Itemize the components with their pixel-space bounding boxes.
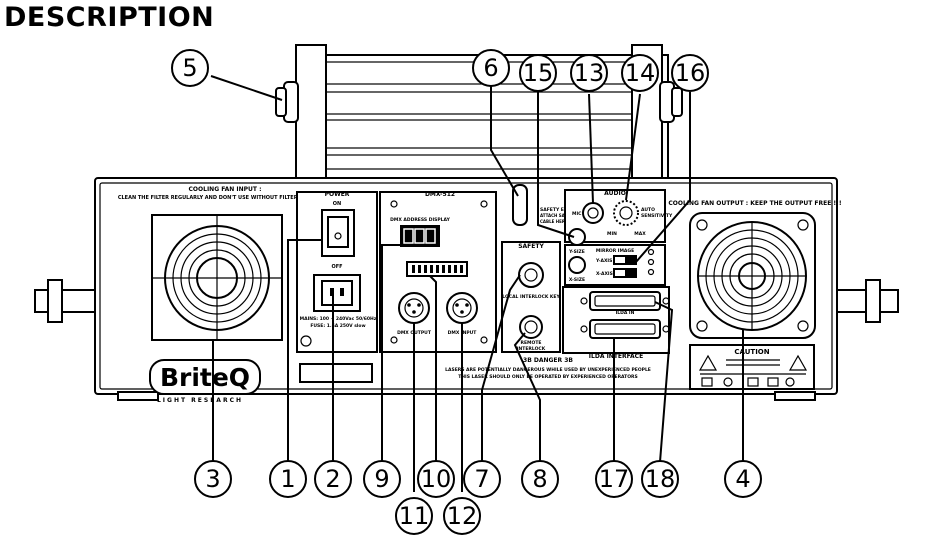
ilda-out-connector — [589, 291, 661, 311]
mic-label: MIC — [572, 211, 582, 217]
callout-9: 9 — [363, 460, 401, 498]
ilda-panel: ILDA IN ILDA INTERFACE — [562, 286, 670, 360]
dmx-output-connector — [398, 292, 430, 324]
x-size-label: X-SIZE — [569, 277, 585, 283]
svg-text:1: 1 — [280, 465, 295, 493]
cable-label: CABLE HERE — [540, 219, 568, 224]
caution-label: CAUTION — [689, 344, 815, 390]
interlock-key-label: LOCAL INTERLOCK KEY — [502, 294, 560, 300]
callout-16: 16 — [671, 54, 709, 92]
remote-label: REMOTE — [521, 340, 542, 346]
power-off-label: OFF — [331, 264, 342, 270]
svg-text:17: 17 — [599, 465, 630, 493]
attach-label: ATTACH SAFETY — [540, 213, 576, 218]
fan-input-note: CLEAN THE FILTER REGULARLY AND DON'T USE… — [118, 195, 306, 201]
power-title: POWER — [325, 191, 350, 198]
callout-11: 11 — [395, 497, 433, 535]
page-heading: DESCRIPTION — [4, 2, 215, 33]
brand-subtitle: LIGHT RESEARCH — [157, 397, 243, 404]
callout-10: 10 — [417, 460, 455, 498]
power-panel: POWER ON OFF MAINS: 100 ~ 240Vac 50/60Hz… — [296, 191, 378, 353]
callout-14: 14 — [621, 54, 659, 92]
y-axis-label: Y-AXIS — [595, 258, 612, 264]
side-handles — [34, 279, 899, 323]
callout-13: 13 — [570, 54, 608, 92]
svg-text:10: 10 — [421, 465, 452, 493]
fuse-label: FUSE: 1.6A 250V slow — [310, 323, 365, 329]
auto-label: AUTO — [641, 207, 655, 213]
svg-text:13: 13 — [574, 59, 605, 87]
callout-1: 1 — [269, 460, 307, 498]
callout-17: 17 — [595, 460, 633, 498]
callout-12: 12 — [443, 497, 481, 535]
cooling-fan-output: COOLING FAN OUTPUT : KEEP THE OUTPUT FRE… — [668, 200, 842, 339]
warning-line-2: THIS LASER SHOULD ONLY BE OPERATED BY EX… — [458, 374, 638, 380]
audio-title: AUDIO — [604, 190, 626, 197]
dmx-panel: DMX-512 DMX ADDRESS DISPLAY DMX OUTPUT D… — [379, 191, 497, 353]
dmx-display-label: DMX ADDRESS DISPLAY — [390, 217, 450, 223]
callout-3: 3 — [194, 460, 232, 498]
power-on-label: ON — [333, 201, 341, 207]
cooling-fan-input: COOLING FAN INPUT : CLEAN THE FILTER REG… — [118, 186, 306, 341]
callout-4: 4 — [724, 460, 762, 498]
svg-text:5: 5 — [182, 54, 197, 82]
audio-panel: AUDIO MIC AUTO SENSITIVITY MIN MAX — [564, 189, 673, 243]
svg-text:6: 6 — [483, 54, 498, 82]
y-size-knob — [568, 228, 586, 246]
svg-text:7: 7 — [474, 465, 489, 493]
callouts: 5 6 15 13 14 16 3 1 2 9 10 7 8 17 18 4 1… — [171, 49, 762, 535]
caution-title: CAUTION — [734, 348, 769, 356]
svg-text:18: 18 — [645, 465, 676, 493]
svg-text:15: 15 — [523, 59, 554, 87]
safety-panel: SAFETY LOCAL INTERLOCK KEY REMOTE INTERL… — [501, 241, 561, 353]
callout-15: 15 — [519, 54, 557, 92]
x-size-knob — [568, 256, 586, 274]
brand-name: BriteQ — [160, 363, 250, 392]
fan-output-label: COOLING FAN OUTPUT : KEEP THE OUTPUT FRE… — [668, 200, 841, 207]
callout-5: 5 — [171, 49, 209, 87]
svg-text:16: 16 — [675, 59, 706, 87]
dmx-title: DMX-512 — [425, 191, 455, 198]
dmx-address-display — [400, 225, 440, 247]
callout-6: 6 — [472, 49, 510, 87]
interlock-label: INTERLOCK — [517, 346, 546, 352]
serial-plate — [299, 363, 373, 383]
svg-text:9: 9 — [374, 465, 389, 493]
x-axis-label: X-AXIS — [596, 271, 613, 277]
leader-lines — [210, 75, 744, 492]
svg-text:2: 2 — [325, 465, 340, 493]
svg-text:3: 3 — [205, 465, 220, 493]
mirror-image-label: MIRROR IMAGE — [596, 248, 634, 254]
interlock-key-switch — [518, 262, 544, 288]
briteq-logo: BriteQ LIGHT RESEARCH — [149, 359, 261, 404]
ilda-title: ILDA INTERFACE — [589, 353, 643, 360]
fan-input-title: COOLING FAN INPUT : — [189, 186, 262, 193]
ilda-in-label: ILDA IN — [616, 310, 635, 316]
svg-text:11: 11 — [399, 502, 430, 530]
callout-2: 2 — [314, 460, 352, 498]
min-label: MIN — [607, 231, 617, 237]
ilda-in-connector — [589, 319, 661, 339]
danger-label: 3B DANGER 3B — [523, 357, 573, 364]
sensitivity-label: SENSITIVITY — [641, 213, 673, 219]
svg-text:14: 14 — [625, 59, 656, 87]
svg-text:8: 8 — [532, 465, 547, 493]
callout-8: 8 — [521, 460, 559, 498]
mains-label: MAINS: 100 ~ 240Vac 50/60Hz — [300, 316, 377, 322]
warning-line-1: LASERS ARE POTENTIALLY DANGEROUS WHILE U… — [445, 367, 651, 373]
safety-title: SAFETY — [518, 243, 544, 250]
callout-7: 7 — [463, 460, 501, 498]
microphone — [582, 202, 604, 224]
audio-sensitivity-knob — [613, 200, 639, 226]
size-mirror-panel: Y-SIZE X-SIZE MIRROR IMAGE Y-AXIS X-AXIS — [564, 228, 666, 286]
y-size-label: Y-SIZE — [568, 249, 585, 255]
svg-text:4: 4 — [735, 465, 750, 493]
max-label: MAX — [634, 231, 646, 237]
remote-interlock-connector — [519, 315, 543, 339]
svg-text:12: 12 — [447, 502, 478, 530]
dmx-input-connector — [446, 292, 478, 324]
callout-18: 18 — [641, 460, 679, 498]
safety-eye-label: SAFETY EYE — [540, 207, 570, 213]
